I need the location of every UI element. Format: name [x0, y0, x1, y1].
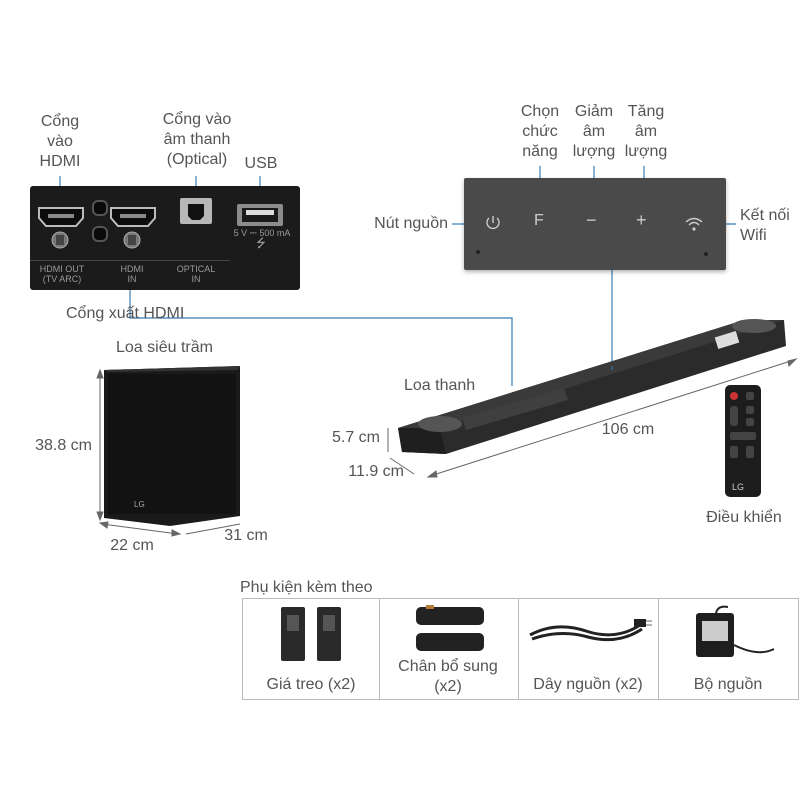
port-label-optical: OPTICAL IN [176, 264, 216, 284]
dim-subwoofer-height: 38.8 cm [35, 437, 92, 454]
dim-subwoofer-width: 22 cm [110, 537, 154, 554]
accessory-power-cord: Dây nguồn (x2) [518, 598, 659, 700]
io-port-panel: 5 V ⎓ 500 mA ⭍ HDMI OUT (TV ARC) HDMI IN… [30, 186, 300, 290]
label-hdmi-in: Cổng vào HDMI [39, 113, 81, 170]
extra-feet-icon [416, 605, 484, 651]
usb-symbol-icon: ⭍ [256, 236, 266, 250]
power-adapter-icon [696, 605, 775, 657]
mount-hole [92, 226, 108, 242]
volume-up-button: + [636, 210, 647, 230]
label-usb: USB [244, 155, 278, 172]
accessory-caption: Giá treo (x2) [266, 676, 356, 693]
label-volume-up: Tăng âm lượng [624, 103, 668, 160]
dim-soundbar-depth: 11.9 cm [348, 463, 404, 480]
accessory-caption: Bộ nguồn [693, 676, 763, 693]
control-panel-closeup: F − + [464, 178, 726, 270]
accessory-caption: Dây nguồn (x2) [533, 676, 643, 693]
accessories-title: Phụ kiện kèm theo [240, 579, 373, 596]
usb-rating: 5 V ⎓ 500 mA [233, 228, 291, 238]
label-hdmi-out: Cổng xuất HDMI [66, 305, 185, 322]
label-soundbar: Loa thanh [404, 377, 476, 394]
accessory-power-adapter: Bộ nguồn [658, 598, 799, 700]
accessory-wall-bracket: Giá treo (x2) [242, 598, 380, 700]
label-remote: Điều khiển [706, 509, 782, 526]
remote-image [725, 385, 761, 497]
port-label-hdmi-out: HDMI OUT (TV ARC) [39, 264, 85, 284]
port-label-hdmi-in: HDMI IN [120, 264, 144, 284]
mic-hole [476, 250, 480, 254]
dim-soundbar-height: 5.7 cm [331, 429, 380, 446]
dim-subwoofer-depth: 31 cm [224, 527, 268, 544]
wall-bracket-icon [281, 607, 341, 661]
hdmi-out-port-icon [38, 207, 84, 249]
mic-hole [704, 252, 708, 256]
dim-soundbar-width: 106 cm [601, 421, 655, 438]
optical-port-icon [180, 198, 212, 224]
power-icon [486, 216, 500, 230]
subwoofer-image [104, 366, 240, 526]
accessory-extra-feet: Chân bổ sung (x2) [378, 598, 519, 700]
mount-hole [92, 200, 108, 216]
function-button: F [534, 212, 544, 229]
usb-port-icon [237, 204, 283, 226]
label-subwoofer: Loa siêu trầm [116, 339, 213, 356]
subwoofer-brand: LG [134, 500, 145, 509]
power-cord-icon [529, 619, 652, 642]
label-optical-in: Cổng vào âm thanh (Optical) [162, 111, 232, 168]
divider [30, 260, 230, 261]
wifi-icon [685, 217, 703, 231]
label-volume-down: Giảm âm lượng [572, 103, 616, 160]
accessory-caption: Chân bổ sung (x2) [398, 658, 498, 695]
remote-brand: LG [732, 482, 745, 492]
label-function: Chọn chức năng [520, 103, 560, 160]
volume-down-button: − [586, 210, 597, 230]
label-wifi: Kết nối Wifi [740, 207, 790, 244]
hdmi-in-port-icon [110, 207, 156, 249]
label-power: Nút nguồn [374, 215, 448, 232]
